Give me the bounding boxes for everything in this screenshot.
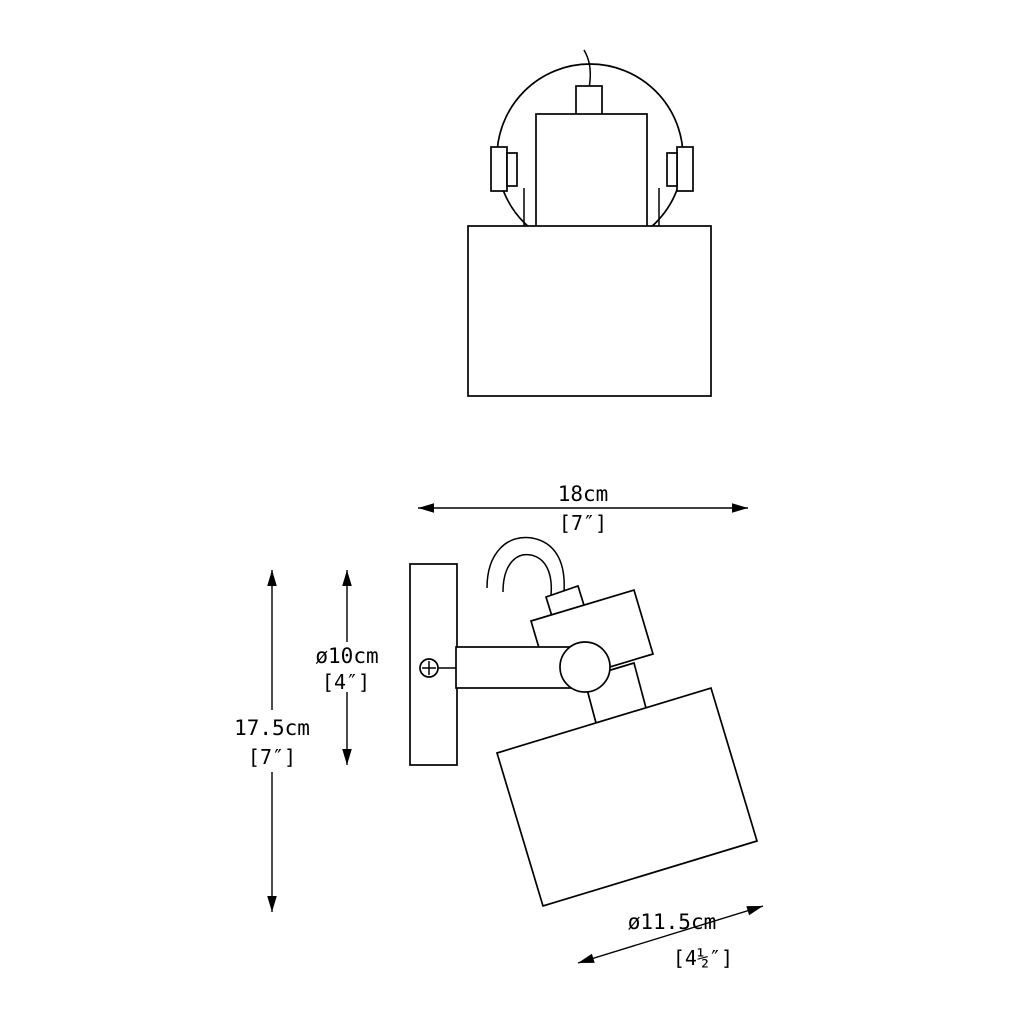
cable-outer-curve <box>486 536 565 593</box>
label-mask <box>311 642 384 692</box>
arrowhead-right <box>746 906 763 916</box>
lamp-shade-front <box>467 225 712 397</box>
dim-shade-imperial-label: [4½″] <box>673 946 733 970</box>
arrowhead-right <box>732 503 748 513</box>
power-wire <box>583 49 592 89</box>
dim-overall-height: 17.5cm [7″] <box>233 570 313 912</box>
knob-right-shaft <box>666 152 678 187</box>
arrowhead-bottom <box>267 896 277 912</box>
dim-plate-imperial-label: [4″] <box>322 670 370 694</box>
cable-inner-curve <box>502 553 553 596</box>
lamp-shade-side <box>495 686 759 908</box>
dim-width-metric-label: 18cm <box>558 482 609 506</box>
arrowhead-top <box>267 570 277 586</box>
dim-shade-diameter: ø11.5cm [4½″] <box>577 905 764 970</box>
dim-overall-width: 18cm [7″] <box>418 482 748 535</box>
lamp-body <box>535 113 648 228</box>
dim-backplate-diameter: ø10cm [4″] <box>311 570 384 765</box>
arrowhead-top <box>342 570 352 586</box>
dim-shade-line <box>577 905 764 964</box>
dim-height-imperial-label: [7″] <box>248 745 296 769</box>
dim-shade-metric-label: ø11.5cm <box>628 910 717 934</box>
dimension-annotations: 18cm [7″] 17.5cm [7″] ø10cm [4″] <box>233 482 764 970</box>
front-view <box>467 49 712 397</box>
knob-left-shaft <box>506 152 518 187</box>
arrowhead-left <box>418 503 434 513</box>
arrowhead-bottom <box>342 749 352 765</box>
dim-height-metric-label: 17.5cm <box>234 716 310 740</box>
knob-left-outer <box>490 146 508 192</box>
arrowhead-left <box>578 953 595 963</box>
wall-plate <box>409 563 458 766</box>
side-view <box>409 536 759 908</box>
dim-width-imperial-label: [7″] <box>559 511 607 535</box>
label-mask <box>233 710 313 772</box>
dim-plate-metric-label: ø10cm <box>315 644 378 668</box>
stem-block <box>575 85 603 117</box>
knob-right-outer <box>676 146 694 192</box>
pivot-joint <box>559 641 611 693</box>
